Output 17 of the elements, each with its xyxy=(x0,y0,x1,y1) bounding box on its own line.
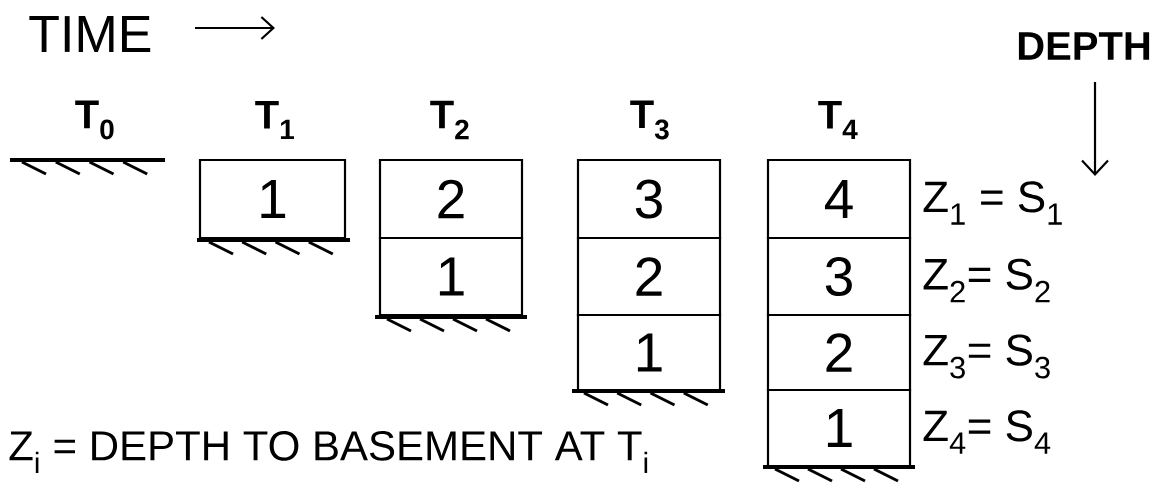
layer-box: 1 xyxy=(378,236,524,317)
layer-box: 2 xyxy=(576,236,722,317)
layer-box: 4 xyxy=(766,158,912,240)
layer-box: 3 xyxy=(766,236,912,317)
depth-label: Z$_{2}$= S$_{2}$ xyxy=(923,258,1050,303)
time-label: T$_{1}$ xyxy=(255,100,294,140)
depth-label: Z$_{3}$= S$_{3}$ xyxy=(923,334,1050,379)
layer-box: 2 xyxy=(378,158,524,240)
layer-box: 1 xyxy=(576,313,722,392)
layer-box: 3 xyxy=(576,158,722,240)
axis-label: DEPTH xyxy=(1018,32,1150,60)
depth-label: Z$_{1}$ = S$_{1}$ xyxy=(923,181,1062,225)
layer-box: 2 xyxy=(766,313,912,392)
layer-box: 1 xyxy=(766,388,912,468)
time-label: T$_{0}$ xyxy=(75,100,114,140)
depth-label: Z$_{4}$= S$_{4}$ xyxy=(923,410,1051,454)
layer-box: 1 xyxy=(198,158,347,240)
